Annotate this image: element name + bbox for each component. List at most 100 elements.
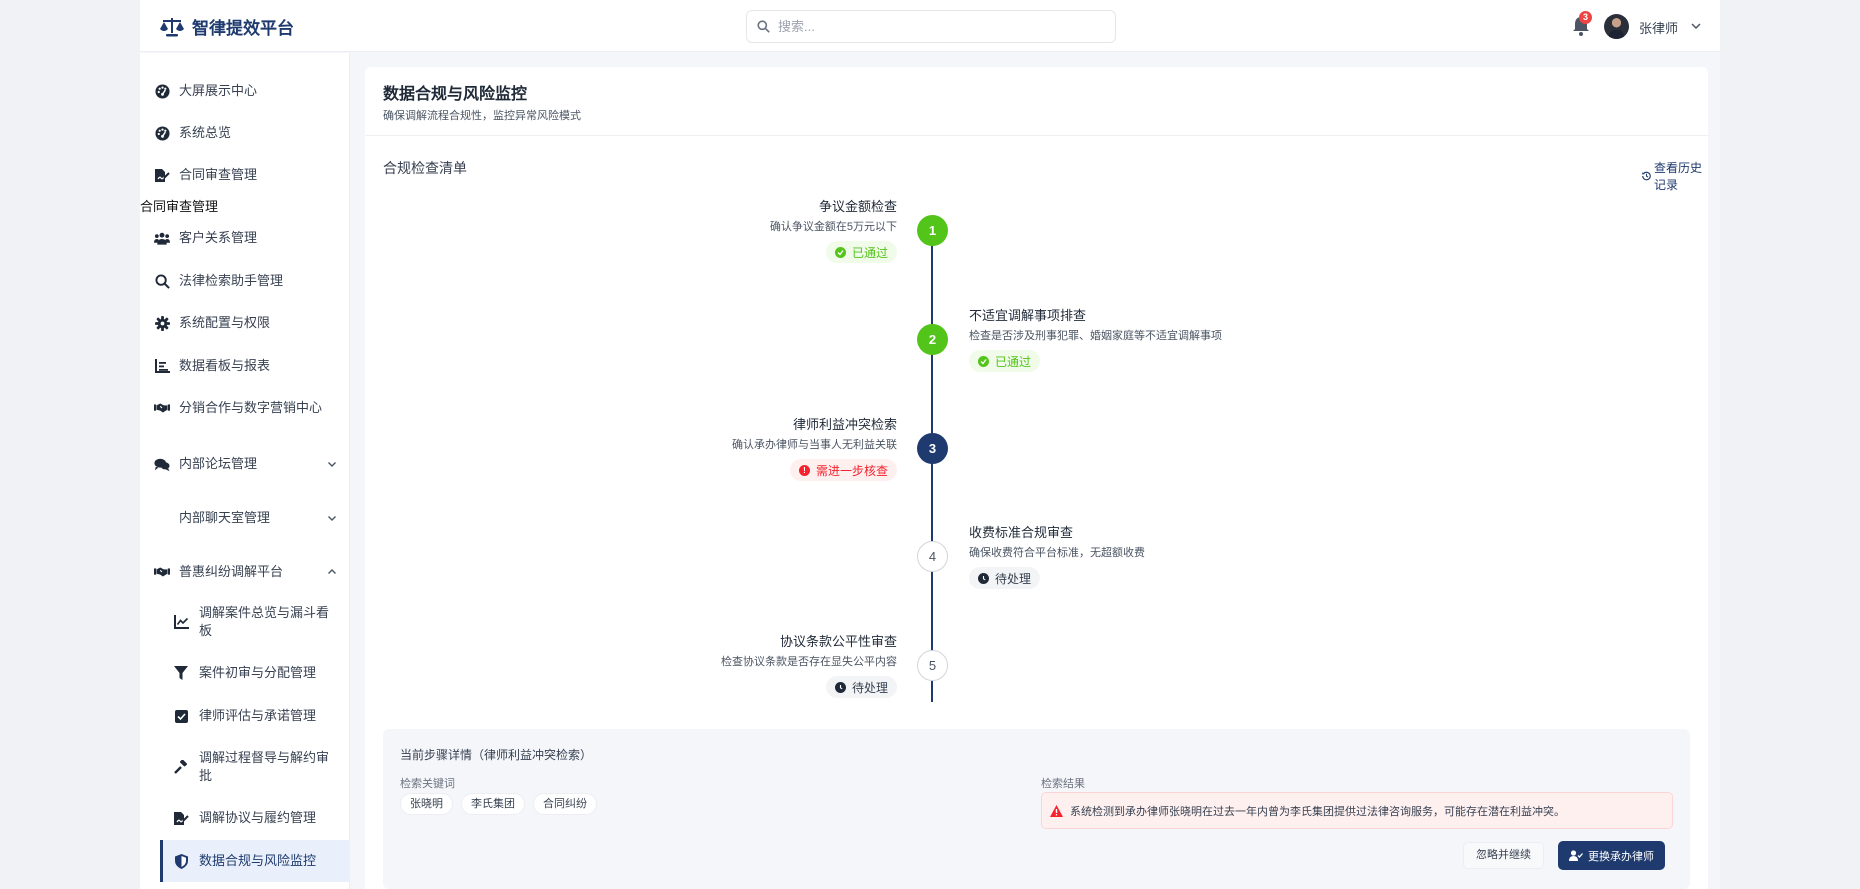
sidebar-item-label: 调解协议与履约管理 (199, 810, 317, 825)
user-name[interactable]: 张律师 (1639, 21, 1679, 36)
sidebar-item-forum[interactable]: 内部论坛管理 (140, 452, 350, 476)
dashboard-icon (154, 83, 170, 99)
sidebar-item-system-config[interactable]: 系统配置与权限 (140, 311, 350, 335)
sidebar-item-label: 普惠纠纷调解平台 (179, 564, 284, 579)
step-title: 不适宜调解事项排查 (969, 308, 1087, 323)
users-icon (154, 230, 170, 246)
main-card: 数据合规与风险监控 确保调解流程合规性，监控异常风险模式 合规检查清单 查看历史… (365, 67, 1708, 889)
step-title: 争议金额检查 (818, 199, 897, 214)
step-desc: 确认争议金额在5万元以下 (769, 221, 897, 233)
sidebar-subitem-lawyer-eval[interactable]: 律师评估与承诺管理 (140, 704, 350, 728)
chevron-down-icon (328, 462, 336, 467)
sidebar-item-screen-center[interactable]: 大屏展示中心 (140, 79, 350, 103)
sidebar-item-label: 客户关系管理 (179, 230, 258, 245)
sidebar-item-label: 法律检索助手管理 (179, 273, 284, 288)
app-logo[interactable]: 智律提效平台 (160, 14, 294, 39)
user-check-icon (1569, 850, 1583, 861)
notification-badge: 3 (1579, 11, 1592, 24)
gear-icon (154, 315, 170, 331)
chevron-up-icon (328, 569, 336, 574)
sidebar-item-contract-review[interactable]: 合同审查管理 (140, 163, 350, 187)
search-icon (757, 20, 770, 33)
file-signature-icon (154, 167, 170, 183)
sidebar: 大屏展示中心 系统总览 合同审查管理 合同审查管理 客户关系管理 法律检索助手管… (140, 53, 350, 889)
shield-icon (173, 853, 189, 869)
step-desc: 检查协议条款是否存在显失公平内容 (721, 656, 897, 668)
sidebar-item-distribution[interactable]: 分销合作与数字营销中心 (140, 396, 350, 420)
comments-icon (154, 456, 170, 472)
search-icon (154, 273, 170, 289)
clock-icon (978, 572, 989, 584)
chevron-down-icon (328, 516, 336, 521)
warning-icon (1050, 804, 1063, 817)
sidebar-item-label: 数据合规与风险监控 (199, 853, 317, 868)
page-subtitle: 确保调解流程合规性，监控异常风险模式 (383, 110, 581, 122)
sidebar-item-mediation-platform[interactable]: 普惠纠纷调解平台 (140, 560, 350, 584)
app-shell: 智律提效平台 3 张律师 大屏展示中心 系统总览 合同审查管理 合同审查管理 客… (140, 0, 1720, 889)
sidebar-item-system-overview[interactable]: 系统总览 (140, 121, 350, 145)
view-history-link[interactable]: 查看历史记录 (1642, 159, 1708, 193)
app-name: 智律提效平台 (192, 19, 294, 38)
step-3: 律师利益冲突检索 确认承办律师与当事人无利益关联 ! 需进一步核查 (597, 416, 897, 481)
step-node-4[interactable]: 4 (917, 541, 948, 572)
status-badge: 已通过 (969, 350, 1041, 372)
sidebar-item-label: 合同审查管理 (179, 167, 258, 182)
handshake-icon (154, 564, 170, 580)
scale-icon (160, 17, 184, 36)
status-badge: ! 需进一步核查 (789, 459, 897, 481)
step-node-2[interactable]: 2 (917, 324, 948, 355)
sidebar-item-label: 内部论坛管理 (179, 456, 258, 471)
step-node-3[interactable]: 3 (917, 433, 948, 464)
keyword-list: 张晓明 李氏集团 合同纠纷 (400, 793, 597, 815)
step-node-1[interactable]: 1 (917, 215, 948, 246)
details-title: 当前步骤详情（律师利益冲突检索） (400, 748, 593, 762)
sidebar-item-data-board[interactable]: 数据看板与报表 (140, 354, 350, 378)
sidebar-item-label: 系统配置与权限 (179, 315, 271, 330)
step-title: 律师利益冲突检索 (792, 417, 897, 432)
chevron-down-icon[interactable] (1690, 20, 1702, 32)
ignore-continue-button[interactable]: 忽略并继续 (1463, 842, 1544, 869)
sidebar-item-chatroom[interactable]: 内部聊天室管理 (140, 506, 350, 530)
sidebar-item-crm[interactable]: 客户关系管理 (140, 226, 350, 250)
exclamation-circle-icon: ! (798, 464, 810, 476)
page-title: 数据合规与风险监控 (383, 86, 528, 103)
avatar[interactable] (1604, 14, 1629, 39)
replace-lawyer-button[interactable]: 更换承办律师 (1558, 841, 1665, 870)
clock-icon (834, 681, 846, 693)
step-4: 收费标准合规审查 确保收费符合平台标准，无超额收费 待处理 (969, 524, 1369, 589)
check-circle-icon (834, 246, 846, 258)
sidebar-subitem-case-overview[interactable]: 调解案件总览与漏斗看板 (140, 602, 350, 642)
result-label: 检索结果 (1041, 778, 1085, 790)
step-desc: 确保收费符合平台标准，无超额收费 (969, 547, 1145, 559)
status-badge: 已通过 (825, 241, 897, 263)
dashboard-icon (154, 125, 170, 141)
sidebar-item-label: 数据看板与报表 (179, 358, 271, 373)
step-desc: 确认承办律师与当事人无利益关联 (732, 439, 897, 451)
keyword-tag: 张晓明 (400, 793, 453, 815)
sidebar-item-label: 调解过程督导与解约审批 (199, 750, 330, 783)
sidebar-subitem-mediation-supervision[interactable]: 调解过程督导与解约审批 (140, 747, 350, 787)
sidebar-item-label: 大屏展示中心 (179, 83, 258, 98)
sidebar-subitem-agreement[interactable]: 调解协议与履约管理 (140, 806, 350, 830)
search-box[interactable] (746, 10, 1116, 43)
sidebar-subitem-compliance[interactable]: 数据合规与风险监控 (160, 840, 350, 882)
handshake-icon (154, 400, 170, 416)
top-header: 智律提效平台 3 张律师 (140, 0, 1720, 52)
result-alert: 系统检测到承办律师张晓明在过去一年内曾为李氏集团提供过法律咨询服务，可能存在潜在… (1041, 792, 1673, 829)
history-label: 查看历史记录 (1654, 161, 1703, 192)
sidebar-item-legal-search[interactable]: 法律检索助手管理 (140, 269, 350, 293)
step-title: 协议条款公平性审查 (779, 634, 897, 649)
step-2: 不适宜调解事项排查 检查是否涉及刑事犯罪、婚姻家庭等不适宜调解事项 已通过 (969, 307, 1369, 372)
step-title: 收费标准合规审查 (969, 525, 1074, 540)
stray-label: 合同审查管理 (140, 199, 219, 214)
search-input[interactable] (778, 19, 1098, 34)
sidebar-item-label: 调解案件总览与漏斗看板 (199, 605, 330, 638)
keywords-label: 检索关键词 (400, 778, 455, 790)
section-title: 合规检查清单 (383, 160, 467, 176)
step-node-5[interactable]: 5 (917, 650, 948, 681)
keyword-tag: 合同纠纷 (533, 793, 597, 815)
check-circle-icon (978, 355, 989, 367)
sidebar-item-label: 内部聊天室管理 (179, 510, 271, 525)
sidebar-item-label: 分销合作与数字营销中心 (179, 400, 323, 415)
sidebar-subitem-case-review[interactable]: 案件初审与分配管理 (140, 661, 350, 685)
